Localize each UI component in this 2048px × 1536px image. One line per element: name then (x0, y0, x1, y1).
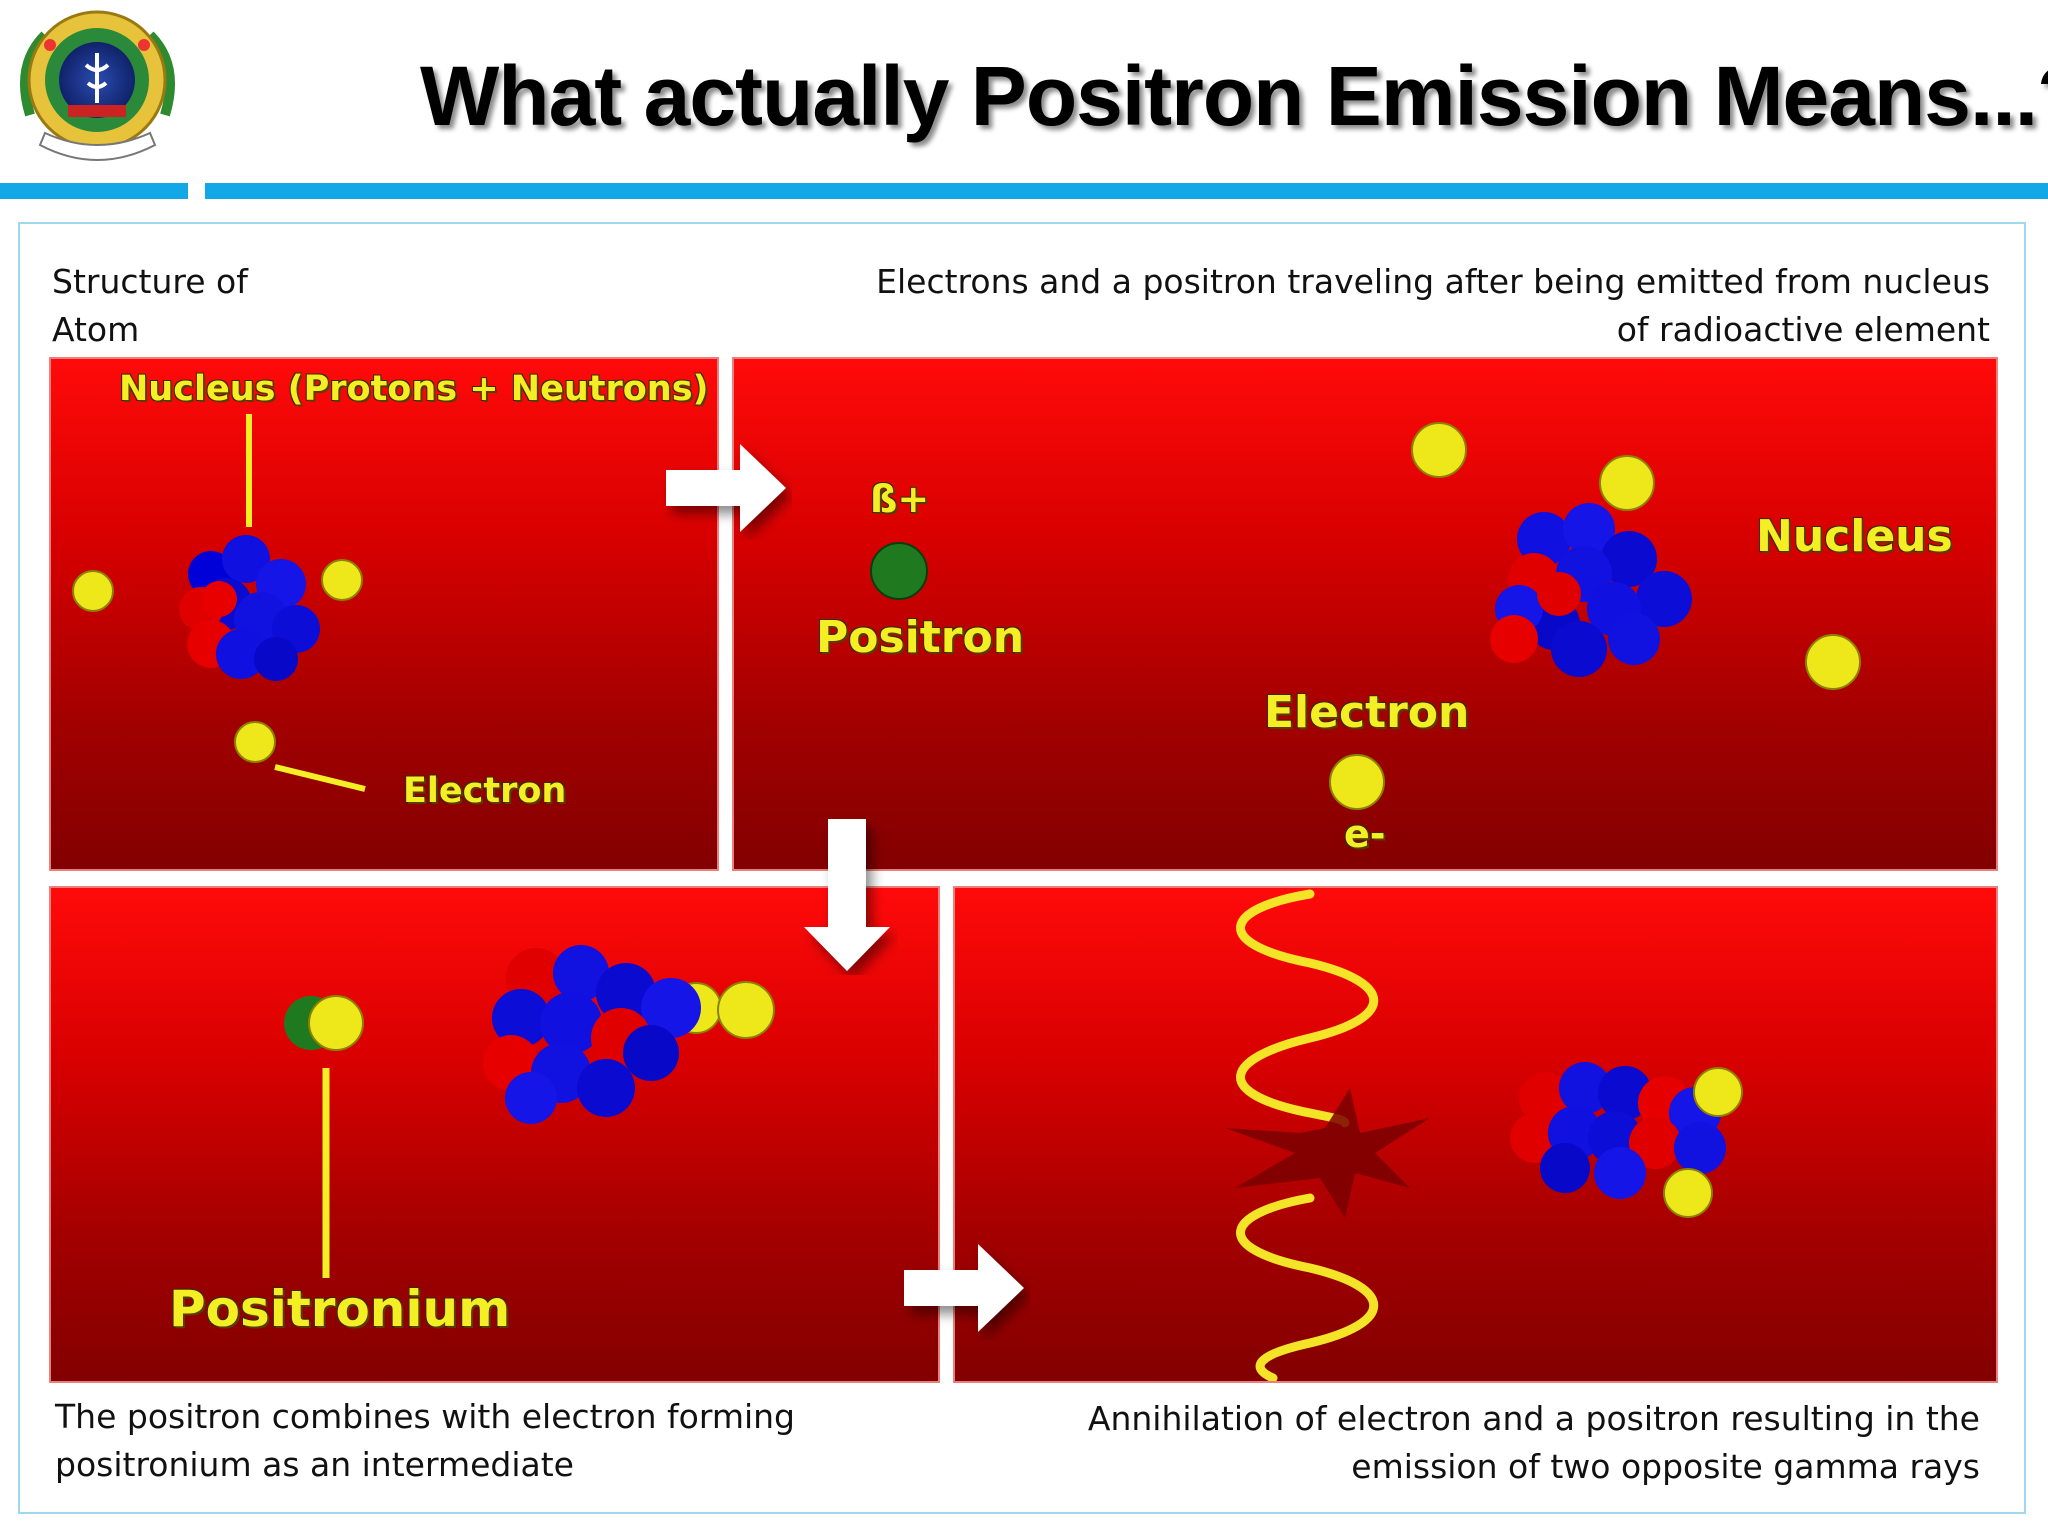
positronium-label: Positronium (169, 1280, 511, 1338)
electron-label: Electron (1264, 687, 1470, 738)
caption-emission: Electrons and a positron traveling after… (876, 262, 1990, 349)
beta-plus-label: ß+ (870, 477, 930, 521)
positron-label: Positron (816, 612, 1025, 663)
arrow-down-icon (804, 819, 890, 971)
caption-annihilation: Annihilation of electron and a positron … (1087, 1399, 1980, 1486)
nucleus-icon (179, 535, 320, 681)
panel-emission: ß+ Positron Nucleus Electron e- (732, 357, 1998, 871)
electron-icon (1663, 1067, 1743, 1218)
panel-positronium: Positronium (49, 886, 940, 1383)
positron-icon (870, 542, 928, 600)
caption-positronium: The positron combines with electron form… (55, 1397, 796, 1484)
nucleus-label: Nucleus (Protons + Neutrons) (119, 369, 709, 409)
panel-annihilation (953, 886, 1998, 1383)
electron-symbol-label: e- (1344, 812, 1386, 856)
nucleus-label: Nucleus (1756, 511, 1953, 562)
gamma-ray-icon (1236, 889, 1378, 1381)
arrow-right-icon (666, 444, 786, 532)
electron-icon (1329, 422, 1861, 810)
arrow-right-icon (904, 1244, 1024, 1332)
accent-bar-left (0, 183, 188, 199)
college-logo-icon (20, 10, 175, 161)
electron-icon (72, 559, 363, 763)
nucleus-icon (483, 945, 701, 1124)
content-frame (18, 222, 2026, 1514)
nucleus-icon (1490, 503, 1692, 677)
electron-label: Electron (403, 771, 567, 811)
accent-bar-right (205, 183, 2048, 199)
page-title: What actually Positron Emission Means...… (420, 49, 2048, 143)
panel-atom-structure: Nucleus (Protons + Neutrons) Electron (49, 357, 719, 871)
explosion-star-icon (1225, 1088, 1430, 1218)
nucleus-icon (1510, 1062, 1726, 1199)
caption-structure-of-atom: Structure of Atom (52, 262, 248, 349)
